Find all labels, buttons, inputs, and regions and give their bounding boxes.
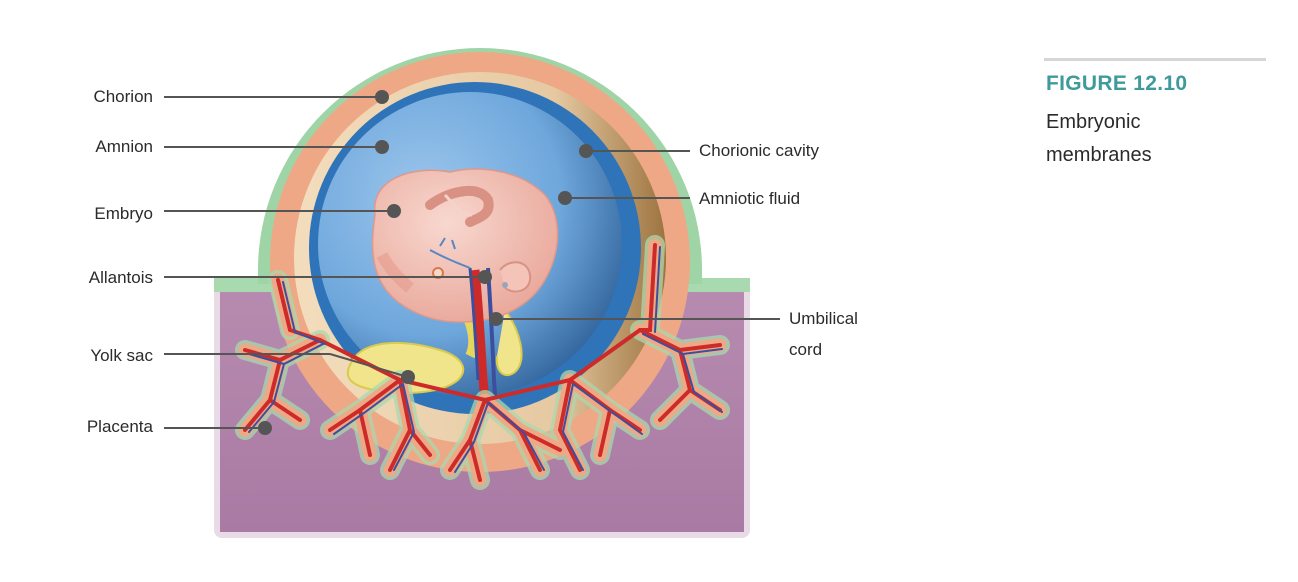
leader-lines xyxy=(164,96,780,429)
label-amnion: Amnion xyxy=(95,137,153,156)
leader-dots xyxy=(258,90,593,435)
figure-title: Embryonic membranes xyxy=(1046,111,1152,166)
label-chorion: Chorion xyxy=(93,87,153,106)
label-embryo: Embryo xyxy=(94,204,153,223)
label-chorionic-cavity: Chorionic cavity xyxy=(699,141,819,160)
yolk-sac xyxy=(346,297,523,394)
label-amniotic-fluid: Amniotic fluid xyxy=(699,189,801,208)
label-yolk-sac: Yolk sac xyxy=(90,346,153,365)
label-umbilical-cord-line1: Umbilical xyxy=(789,309,858,328)
label-allantois: Allantois xyxy=(88,268,153,287)
label-umbilical-cord-line2: cord xyxy=(789,340,823,359)
placenta-villi xyxy=(235,235,730,490)
label-placenta: Placenta xyxy=(86,417,153,436)
figure-number: FIGURE 12.10 xyxy=(1046,72,1188,95)
caption-rule xyxy=(1044,58,1266,61)
embryo xyxy=(371,168,559,323)
